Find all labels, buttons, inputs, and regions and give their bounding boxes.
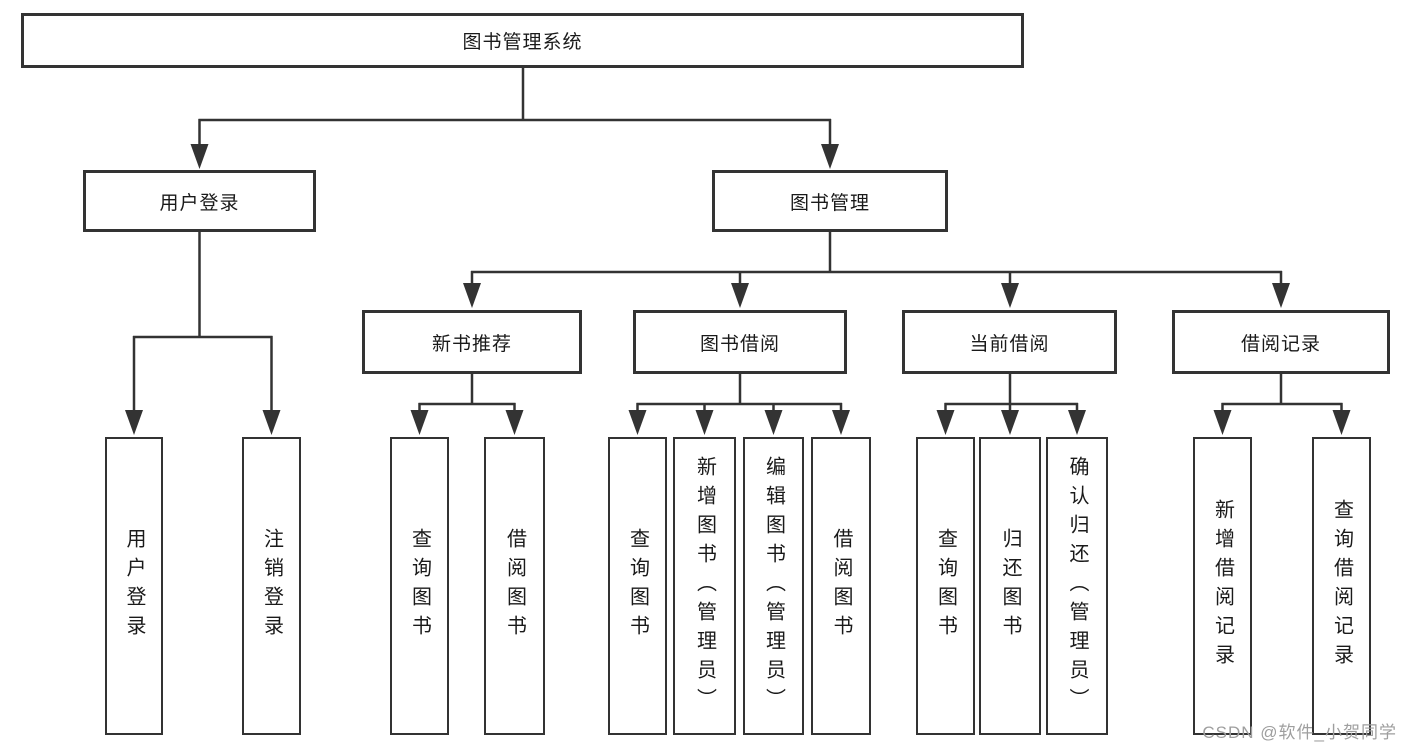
node-label: 图书管理系统 xyxy=(462,32,583,53)
node-book-borrow: 图书借阅 xyxy=(633,310,847,374)
node-new-book-recommend: 新书推荐 xyxy=(362,310,582,374)
node-user-login-branch: 用户登录 xyxy=(83,170,316,232)
node-leaf-edit-book-admin: 编辑图书（管理员） xyxy=(743,437,804,735)
node-current-borrow: 当前借阅 xyxy=(902,310,1117,374)
node-label: 注销登录 xyxy=(260,528,283,644)
node-label: 确认归还（管理员） xyxy=(1066,455,1088,717)
node-label: 查询图书 xyxy=(934,528,957,644)
node-leaf-query-book-1: 查询图书 xyxy=(390,437,449,735)
node-label: 用户登录 xyxy=(159,192,240,214)
node-label: 借阅记录 xyxy=(1240,333,1321,355)
node-label: 查询借阅记录 xyxy=(1330,499,1353,673)
node-leaf-borrow-book-2: 借阅图书 xyxy=(811,437,871,735)
node-leaf-user-login: 用户登录 xyxy=(105,437,163,735)
edge-book-management-to-level3 xyxy=(470,232,1283,287)
node-borrow-records: 借阅记录 xyxy=(1172,310,1390,374)
node-label: 编辑图书（管理员） xyxy=(762,455,785,717)
node-label: 借阅图书 xyxy=(503,528,526,644)
arrowheads xyxy=(125,144,1351,435)
edge-user-login-to-leaves xyxy=(132,232,273,414)
node-book-management-branch: 图书管理 xyxy=(712,170,948,232)
node-leaf-query-book-3: 查询图书 xyxy=(916,437,975,735)
node-leaf-return-book: 归还图书 xyxy=(979,437,1041,735)
node-leaf-borrow-book-1: 借阅图书 xyxy=(484,437,545,735)
watermark: CSDN @软件_小贺同学 xyxy=(1202,723,1397,742)
node-leaf-query-book-2: 查询图书 xyxy=(608,437,667,735)
node-leaf-logout: 注销登录 xyxy=(242,437,301,735)
node-label: 查询图书 xyxy=(408,528,431,644)
node-label: 用户登录 xyxy=(123,528,145,644)
node-label: 新书推荐 xyxy=(431,333,512,355)
node-label: 归还图书 xyxy=(999,528,1021,644)
node-leaf-add-borrow-record: 新增借阅记录 xyxy=(1193,437,1252,735)
node-label: 图书管理 xyxy=(789,192,870,214)
edge-new-book-recommend-to-leaves xyxy=(418,374,516,414)
edge-root-to-level2 xyxy=(198,68,832,146)
edge-current-borrow-to-leaves xyxy=(944,374,1079,414)
node-leaf-confirm-return-admin: 确认归还（管理员） xyxy=(1046,437,1108,735)
node-label: 查询图书 xyxy=(626,528,649,644)
node-root-library-system: 图书管理系统 xyxy=(21,13,1024,68)
node-leaf-add-book-admin: 新增图书（管理员） xyxy=(673,437,736,735)
node-label: 新增图书（管理员） xyxy=(693,455,716,717)
node-label: 新增借阅记录 xyxy=(1211,499,1234,673)
edge-borrow-records-to-leaves xyxy=(1221,374,1343,414)
node-label: 借阅图书 xyxy=(830,528,852,644)
node-label: 当前借阅 xyxy=(969,333,1050,355)
node-label: 图书借阅 xyxy=(699,333,780,355)
node-leaf-query-borrow-record: 查询借阅记录 xyxy=(1312,437,1371,735)
edge-book-borrow-to-leaves xyxy=(636,374,843,414)
